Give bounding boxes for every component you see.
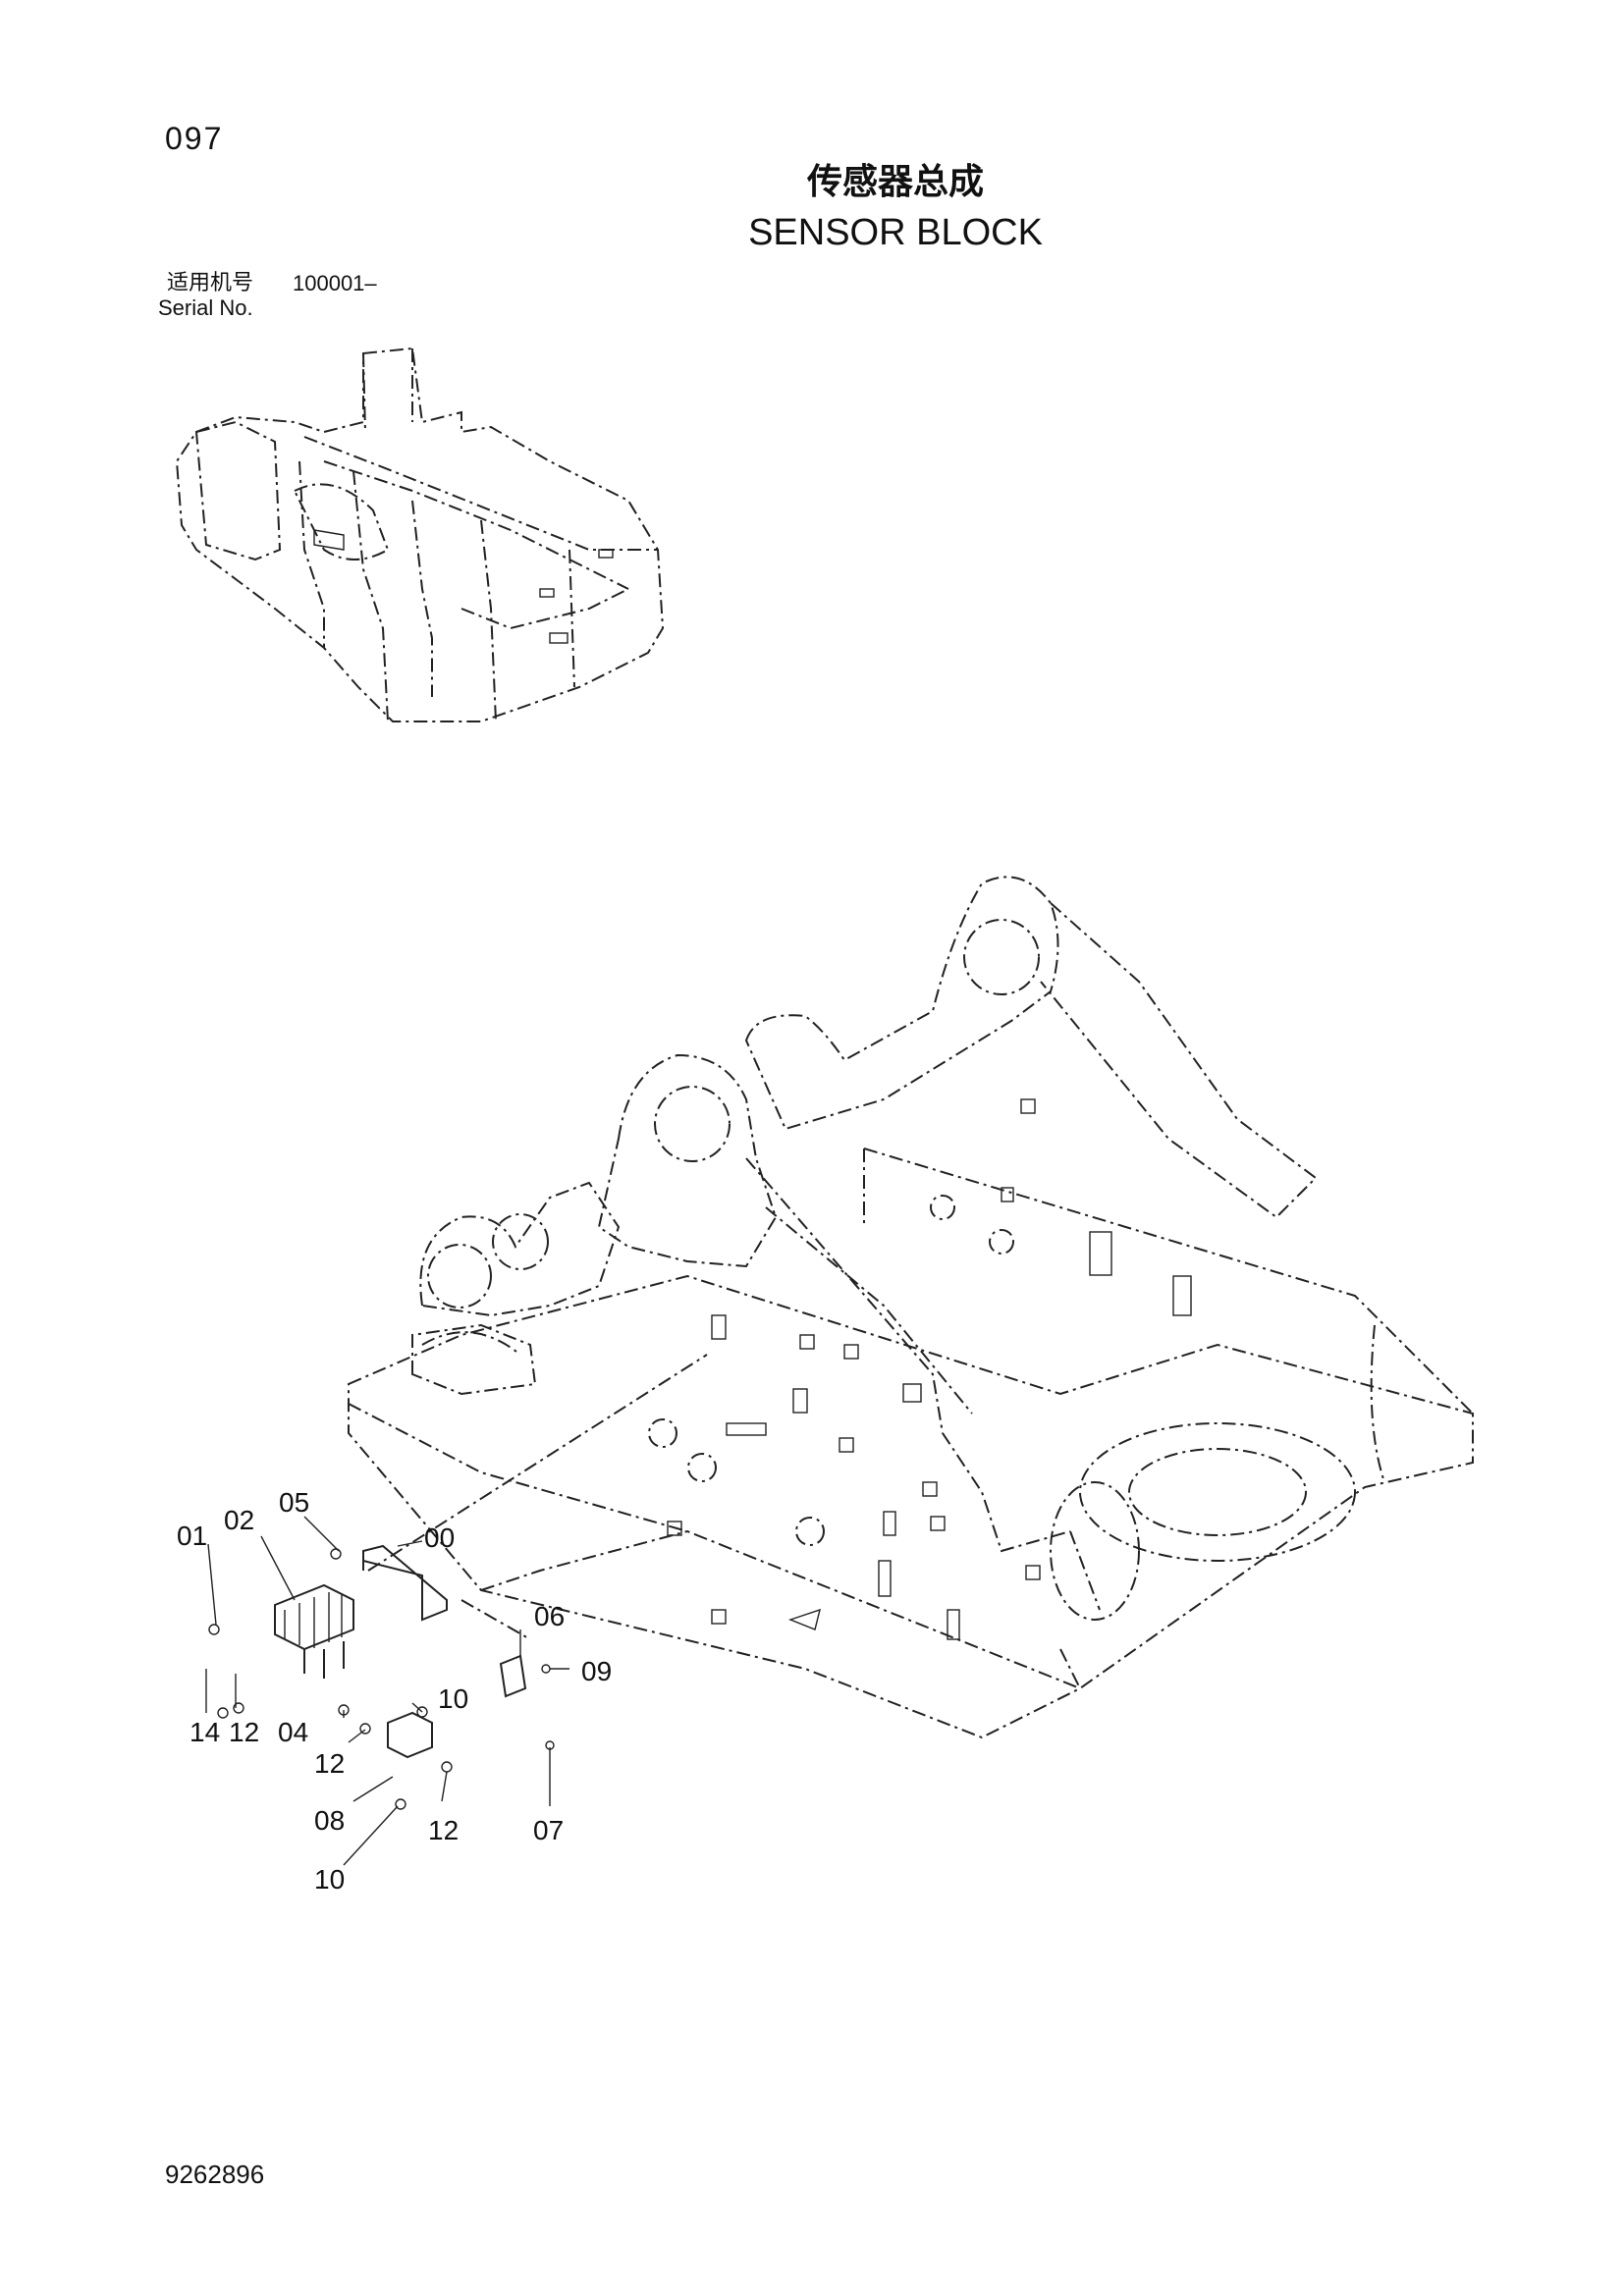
callout-02: 02 xyxy=(224,1505,254,1535)
main-frame-drawing xyxy=(348,876,1474,1739)
callout-14: 14 xyxy=(189,1717,220,1747)
callout-09: 09 xyxy=(581,1656,612,1686)
callout-12-right: 12 xyxy=(428,1815,459,1845)
document-number: 9262896 xyxy=(165,2160,265,2189)
callout-01: 01 xyxy=(177,1521,207,1551)
serial-label-english: Serial No. xyxy=(158,295,253,320)
callout-05: 05 xyxy=(279,1487,309,1518)
callout-00: 00 xyxy=(424,1522,455,1553)
callout-labels: 01 02 05 00 06 09 10 14 12 04 12 08 12 0… xyxy=(177,1487,612,1895)
callout-12-middle: 12 xyxy=(314,1748,345,1779)
page-number: 097 xyxy=(165,121,224,156)
callout-07: 07 xyxy=(533,1815,564,1845)
callout-06: 06 xyxy=(534,1601,565,1631)
machine-overview-outline xyxy=(175,347,665,722)
callout-04: 04 xyxy=(278,1717,308,1747)
sensor-block-assembly xyxy=(208,1544,555,1810)
callout-leaders xyxy=(205,1516,569,1866)
serial-range: 100001– xyxy=(293,271,377,295)
serial-label-chinese: 适用机号 xyxy=(167,271,254,295)
callout-12-left: 12 xyxy=(229,1717,259,1747)
callout-10-lower: 10 xyxy=(314,1864,345,1895)
callout-10-upper: 10 xyxy=(438,1683,468,1714)
page-title-chinese: 传感器总成 xyxy=(806,162,984,202)
callout-08: 08 xyxy=(314,1805,345,1836)
page-title-english: SENSOR BLOCK xyxy=(748,212,1043,253)
